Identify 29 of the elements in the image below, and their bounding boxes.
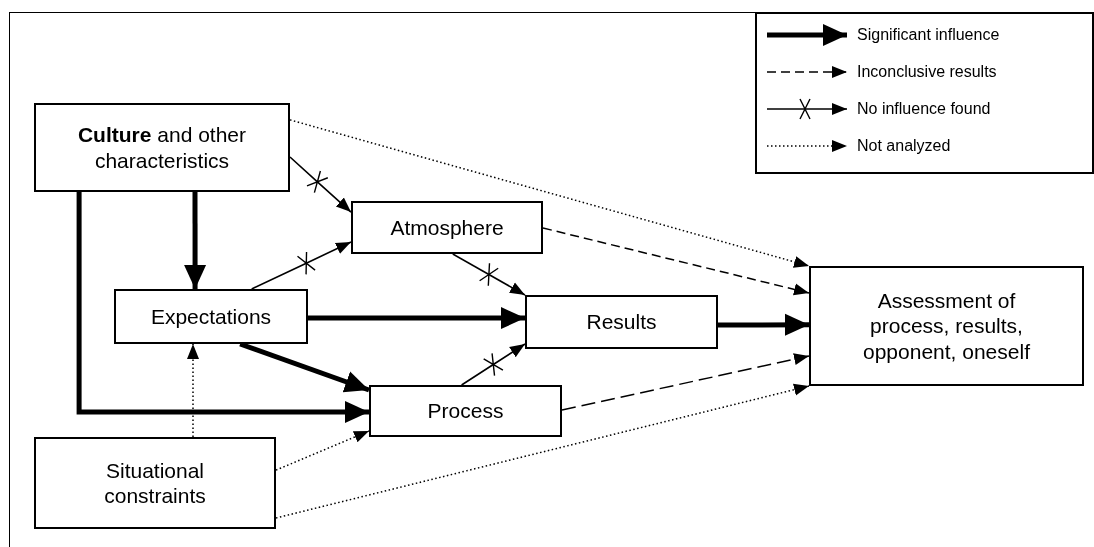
crossed-arrow	[250, 241, 352, 290]
process-box	[114, 289, 308, 344]
box-label: Process	[427, 398, 504, 424]
crossed-arrow	[452, 253, 526, 296]
constraints-box	[34, 437, 276, 529]
legend-label: Significant influence	[857, 26, 1000, 44]
box-label: Situational constraints	[103, 457, 207, 509]
characteristics-box	[34, 103, 290, 192]
crossed-arrow	[289, 156, 352, 213]
legend-label: Inconclusive results	[857, 63, 997, 81]
process-box	[369, 385, 562, 437]
thick-arrow	[308, 307, 525, 329]
thick-arrow	[718, 313, 809, 336]
dotted-arrow	[561, 353, 810, 411]
box-label: Atmosphere	[390, 214, 504, 241]
legend-label: No influence found	[857, 100, 991, 118]
thick-arrow	[76, 192, 369, 423]
legend-label: Not analyzed	[857, 137, 951, 155]
process-box	[525, 295, 718, 349]
dashed-arrow	[542, 227, 810, 296]
crossed-arrow	[460, 343, 526, 386]
outcome-box	[809, 266, 1084, 386]
box-label: Assessment of process, results, opponent, oneself	[862, 288, 1031, 364]
thick-arrow	[184, 192, 207, 289]
box-label: Culture and other characteristics	[76, 122, 248, 173]
box-label: Results	[586, 309, 657, 335]
dotted-arrow	[187, 343, 199, 438]
process-box	[351, 201, 543, 254]
box-label: Expectations	[150, 303, 272, 330]
